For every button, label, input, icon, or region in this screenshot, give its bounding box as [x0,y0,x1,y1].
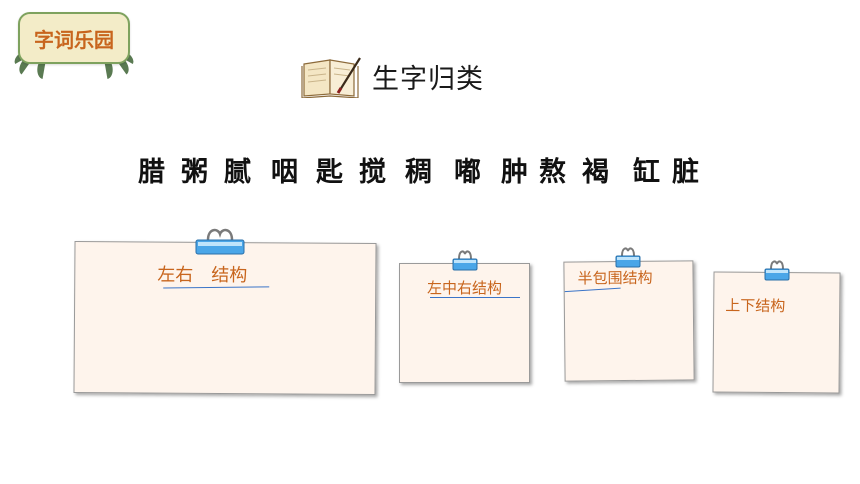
character-list: 腊 粥 腻 咽 匙 搅 稠 嘟 肿 熬 褐 缸 脏 [0,150,860,190]
binder-clip-icon [195,228,245,255]
character-item: 褐 [582,157,609,188]
character-item: 熬 [539,157,566,188]
binder-clip-icon [764,260,790,281]
binder-clip-icon [452,250,478,271]
character-item: 腻 [224,157,251,188]
category-card-half-surround: 半包围结构 [563,260,695,382]
label-underline [430,297,520,298]
label-underline [163,286,270,289]
category-card-left-middle-right: 左中右结构 [399,263,530,383]
character-item: 腊 [138,157,165,188]
character-item: 粥 [181,157,208,188]
section-badge: 字词乐园 [18,12,130,64]
card-label: 左右 结构 [157,264,248,287]
character-item: 嘟 [454,157,481,188]
card-label: 左中右结构 [427,279,503,297]
character-item: 脏 [672,157,699,188]
character-item: 肿 [501,157,528,188]
character-item: 缸 [633,157,660,188]
page-title: 生字归类 [372,63,484,95]
open-book-icon [301,57,361,98]
page-title-row: 生字归类 [300,54,484,98]
category-card-left-right: 左右 结构 [73,240,377,396]
card-label: 半包围结构 [577,268,653,288]
character-item: 搅 [359,157,386,188]
character-item: 匙 [316,157,343,188]
category-card-top-bottom: 上下结构 [712,271,841,394]
section-badge-group: 字词乐园 [11,6,137,79]
character-item: 稠 [405,157,432,188]
card-label: 上下结构 [725,296,786,316]
binder-clip-icon [615,247,641,268]
character-item: 咽 [271,157,298,188]
